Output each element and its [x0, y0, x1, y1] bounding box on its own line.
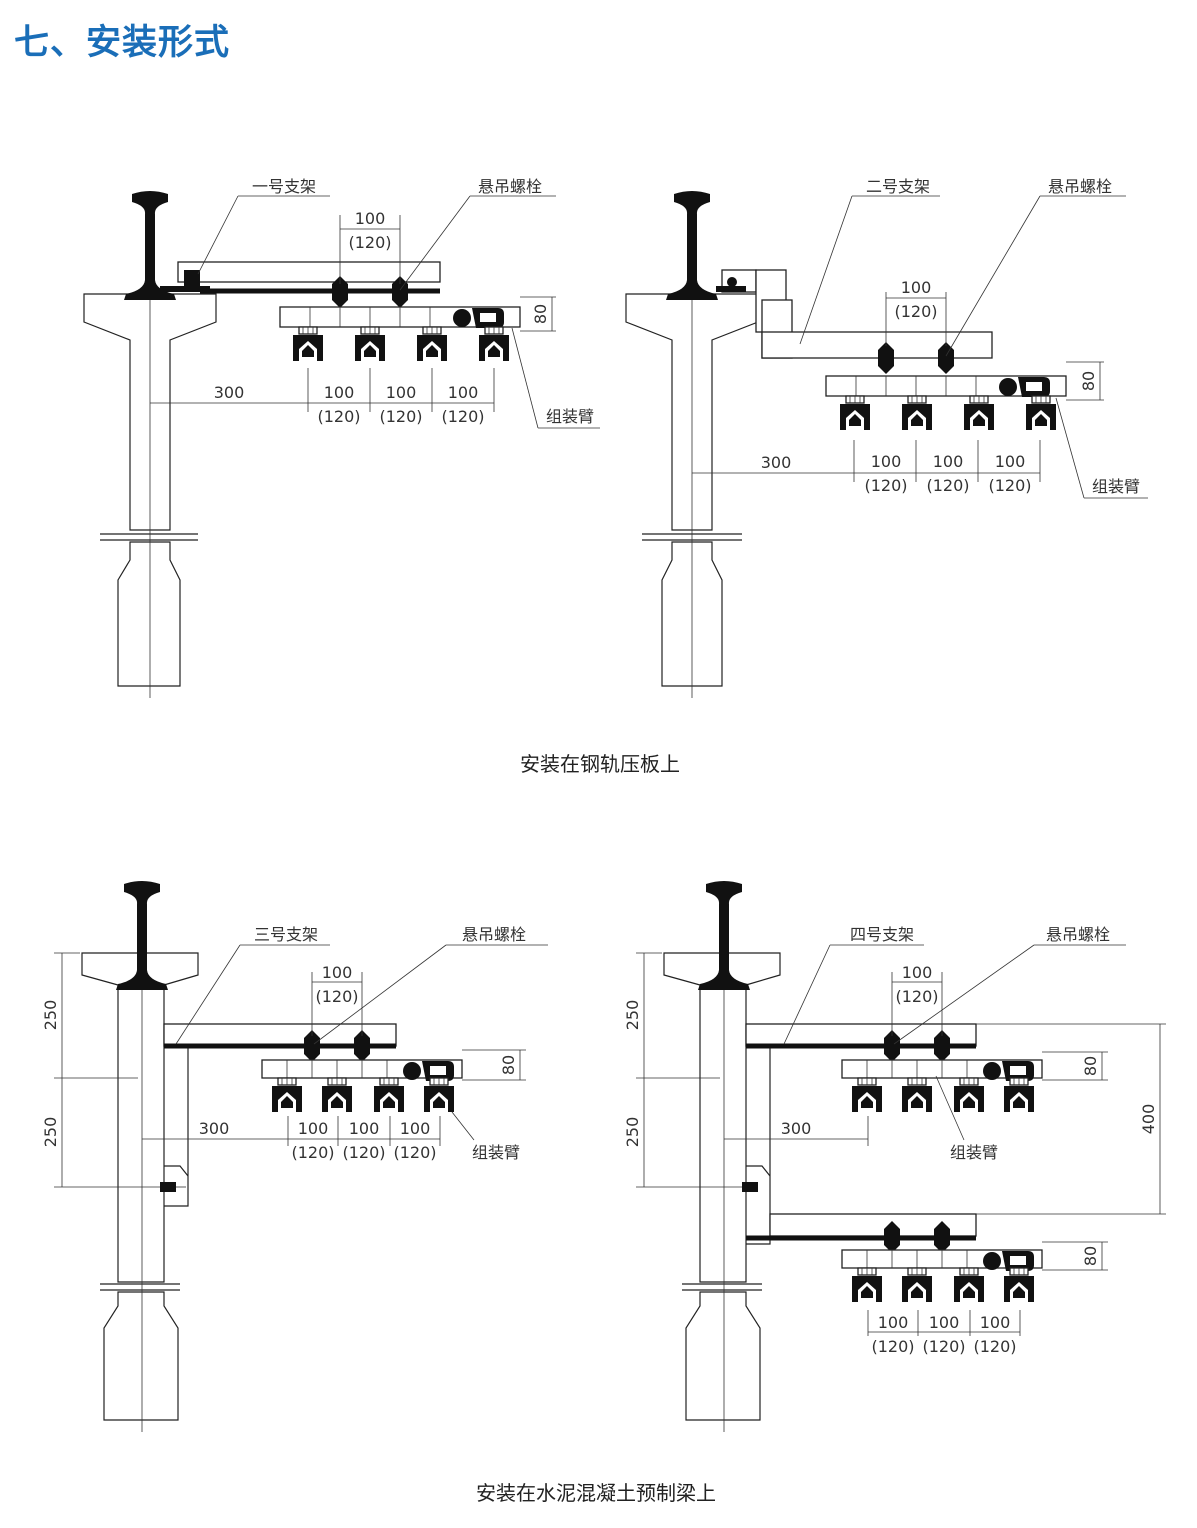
diagram-1: 100 (120) 80 300 100 100 100 (120) (120)… [83, 177, 600, 698]
diagram-4: 100 (120) 80 80 400 250 250 300 100 [623, 881, 1166, 1432]
dim-vertical: 250 [623, 1117, 642, 1148]
diagram-2: 100 (120) 80 300 100 100 100 (120) (120)… [625, 177, 1148, 698]
dim-spacing: 100 [349, 1119, 380, 1138]
dim-spacing-alt: (120) [441, 407, 484, 426]
dim-spacing: 100 [400, 1119, 431, 1138]
label-bracket: 一号支架 [252, 177, 316, 196]
dim-bolt-alt: (120) [315, 987, 358, 1006]
dim-spacing: 100 [386, 383, 417, 402]
dim-vertical: 250 [41, 1117, 60, 1148]
dim-spacing-alt: (120) [988, 476, 1031, 495]
dim-spacing-alt: (120) [922, 1337, 965, 1356]
dim-offset: 300 [199, 1119, 230, 1138]
label-arm: 组装臂 [1092, 477, 1140, 496]
dim-offset: 300 [781, 1119, 812, 1138]
dim-bolt: 100 [322, 963, 353, 982]
dim-spacing: 100 [995, 452, 1026, 471]
dim-offset: 300 [214, 383, 245, 402]
collector-shoe [292, 326, 324, 362]
dim-bolt-alt: (120) [348, 233, 391, 252]
dim-vertical: 250 [623, 1000, 642, 1031]
dim-spacing: 100 [980, 1313, 1011, 1332]
dim-bolt-alt: (120) [894, 302, 937, 321]
dim-spacing-alt: (120) [342, 1143, 385, 1162]
label-bracket: 三号支架 [254, 925, 318, 944]
label-arm: 组装臂 [546, 407, 594, 426]
label-bracket: 二号支架 [866, 177, 930, 196]
dim-vertical: 400 [1139, 1104, 1158, 1135]
collector-shoe [478, 326, 510, 362]
dim-bolt-alt: (120) [895, 987, 938, 1006]
dim-vertical: 250 [41, 1000, 60, 1031]
diagram-3: 100 (120) 80 250 250 300 100 100 100 (12… [41, 881, 548, 1432]
dim-spacing-alt: (120) [379, 407, 422, 426]
dim-spacing-alt: (120) [871, 1337, 914, 1356]
dim-height: 80 [1081, 1246, 1100, 1266]
dim-spacing-alt: (120) [291, 1143, 334, 1162]
label-bolt: 悬吊螺栓 [478, 177, 542, 196]
page-title: 七、安装形式 [14, 23, 231, 63]
dim-spacing: 100 [324, 383, 355, 402]
dim-height: 80 [531, 304, 550, 324]
dim-height: 80 [1079, 371, 1098, 391]
label-bolt: 悬吊螺栓 [462, 925, 526, 944]
dim-offset: 300 [761, 453, 792, 472]
dim-spacing: 100 [298, 1119, 329, 1138]
dim-bolt: 100 [355, 209, 386, 228]
label-bolt: 悬吊螺栓 [1046, 925, 1110, 944]
collector-shoe [354, 326, 386, 362]
dim-bolt: 100 [902, 963, 933, 982]
dim-spacing-alt: (120) [926, 476, 969, 495]
dim-spacing: 100 [448, 383, 479, 402]
label-arm: 组装臂 [950, 1143, 998, 1162]
caption-top: 安装在钢轨压板上 [520, 752, 680, 776]
dim-height: 80 [499, 1055, 518, 1075]
dim-spacing: 100 [878, 1313, 909, 1332]
label-arm: 组装臂 [472, 1143, 520, 1162]
collector-shoe [416, 326, 448, 362]
dim-spacing-alt: (120) [864, 476, 907, 495]
dim-spacing: 100 [871, 452, 902, 471]
dim-spacing-alt: (120) [973, 1337, 1016, 1356]
dim-spacing-alt: (120) [393, 1143, 436, 1162]
dim-spacing-alt: (120) [317, 407, 360, 426]
label-bolt: 悬吊螺栓 [1048, 177, 1112, 196]
label-bracket: 四号支架 [850, 925, 914, 944]
dim-spacing: 100 [929, 1313, 960, 1332]
dim-height: 80 [1081, 1056, 1100, 1076]
caption-bottom: 安装在水泥混凝土预制梁上 [476, 1481, 716, 1505]
dim-bolt: 100 [901, 278, 932, 297]
dim-spacing: 100 [933, 452, 964, 471]
